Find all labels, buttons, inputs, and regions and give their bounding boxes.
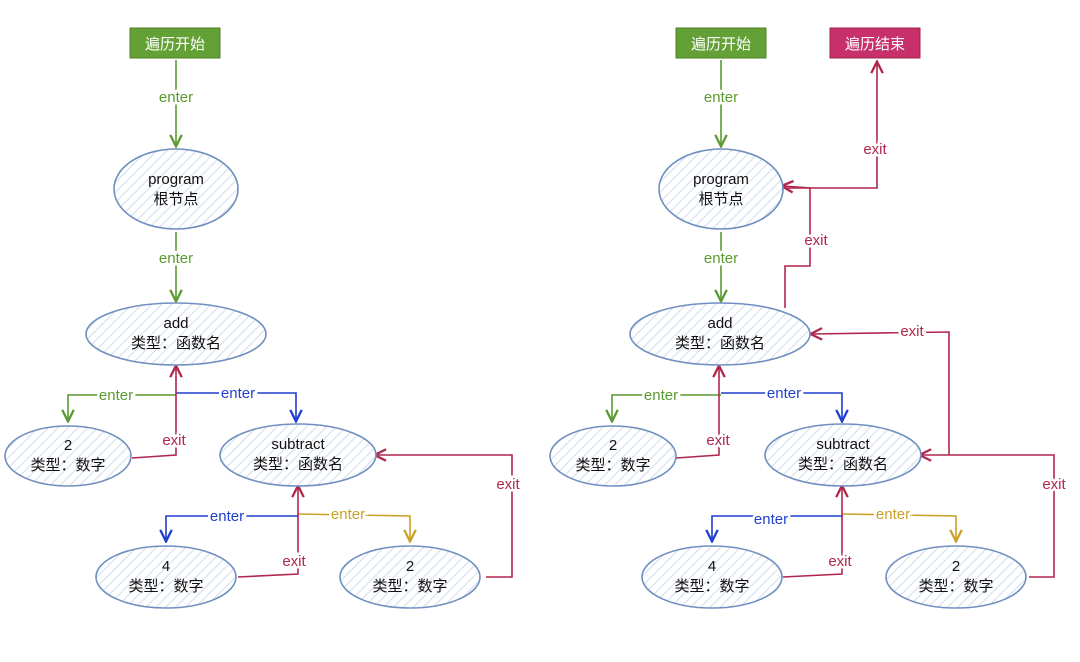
right-edge-exit-num4: [782, 487, 842, 578]
left-label-enter2: enter: [159, 250, 193, 267]
left-edge-exit-num2a: [131, 367, 176, 459]
left-label-exit-num2a: exit: [162, 432, 186, 449]
right-start-label: 遍历开始: [691, 36, 751, 53]
svg-text:类型：函数名: 类型：函数名: [675, 335, 765, 352]
svg-text:2: 2: [406, 558, 414, 575]
left-label-enter-num2a: enter: [99, 387, 133, 404]
right-label-enter2: enter: [704, 250, 738, 267]
svg-text:2: 2: [609, 437, 617, 454]
right-label-enter-subtract: enter: [767, 385, 801, 402]
right-diagram: 遍历开始 遍历结束 program 根节点 add: [549, 27, 1069, 609]
right-edge-exit-num2a: [675, 367, 719, 459]
right-edge-exit-subtract: [812, 332, 950, 455]
svg-text:根节点: 根节点: [153, 191, 198, 208]
right-label-exit-add: exit: [804, 232, 828, 249]
left-start-box: 遍历开始: [129, 27, 221, 59]
right-label-exit-num2a: exit: [706, 432, 730, 449]
right-label-exit-program: exit: [863, 141, 887, 158]
left-label-enter-subtract: enter: [221, 385, 255, 402]
left-label-exit-num2b: exit: [496, 476, 520, 493]
right-label-exit-subtract: exit: [900, 323, 924, 340]
left-start-label: 遍历开始: [145, 36, 205, 53]
svg-text:类型：数字: 类型：数字: [30, 457, 105, 474]
svg-text:类型：数字: 类型：数字: [372, 578, 447, 595]
left-edge-exit-num4: [237, 487, 298, 578]
svg-text:类型：函数名: 类型：函数名: [798, 456, 888, 473]
svg-text:add: add: [163, 315, 188, 332]
svg-text:类型：数字: 类型：数字: [918, 578, 993, 595]
left-label-enter-num4: enter: [210, 508, 244, 525]
left-node-num4: 4 类型：数字: [95, 545, 237, 609]
left-edge-enter-subtract: [176, 392, 296, 420]
right-label-enter-num2b: enter: [876, 506, 910, 523]
left-node-program: program 根节点: [113, 148, 239, 230]
right-label-exit-num2b: exit: [1042, 476, 1066, 493]
left-edge-enter-num4: [166, 515, 298, 540]
left-node-add: add 类型：函数名: [85, 302, 267, 366]
right-label-exit-num4: exit: [828, 553, 852, 570]
left-node-subtract: subtract 类型：函数名: [219, 423, 377, 487]
right-edge-enter-subtract: [721, 392, 842, 420]
svg-text:类型：函数名: 类型：函数名: [253, 456, 343, 473]
svg-text:program: program: [693, 171, 749, 188]
right-label-enter-num2a: enter: [644, 387, 678, 404]
right-label-enter1: enter: [704, 89, 738, 106]
svg-text:类型：函数名: 类型：函数名: [131, 335, 221, 352]
svg-text:根节点: 根节点: [698, 191, 743, 208]
svg-text:4: 4: [162, 558, 170, 575]
left-label-exit-num4: exit: [282, 553, 306, 570]
right-edge-enter-num2b: [842, 513, 956, 540]
svg-text:subtract: subtract: [271, 436, 325, 453]
svg-text:add: add: [707, 315, 732, 332]
svg-text:2: 2: [952, 558, 960, 575]
right-node-num2a: 2 类型：数字: [549, 425, 677, 487]
right-node-num4: 4 类型：数字: [641, 545, 783, 609]
left-node-num2a: 2 类型：数字: [4, 425, 132, 487]
right-label-enter-num4: enter: [754, 511, 788, 528]
svg-text:类型：数字: 类型：数字: [674, 578, 749, 595]
svg-text:2: 2: [64, 437, 72, 454]
right-edge-exit-program: [783, 63, 877, 189]
left-label-enter-num2b: enter: [331, 506, 365, 523]
svg-text:类型：数字: 类型：数字: [128, 578, 203, 595]
svg-text:类型：数字: 类型：数字: [575, 457, 650, 474]
svg-text:subtract: subtract: [816, 436, 870, 453]
right-node-add: add 类型：函数名: [629, 302, 811, 366]
left-node-num2b: 2 类型：数字: [339, 545, 481, 609]
left-label-enter1: enter: [159, 89, 193, 106]
left-edge-enter-num2a: [68, 394, 176, 420]
right-end-box: 遍历结束: [829, 27, 921, 59]
left-edge-exit-num2b: [376, 455, 513, 578]
right-edge-enter-num4: [712, 515, 843, 540]
right-edge-exit-num2b: [921, 455, 1055, 578]
right-edge-enter-num2a: [612, 394, 721, 420]
left-diagram: 遍历开始 program 根节点 add 类型：函数名 2: [4, 27, 523, 609]
right-node-subtract: subtract 类型：函数名: [764, 423, 922, 487]
left-edge-enter-num2b: [297, 513, 410, 540]
svg-text:4: 4: [708, 558, 716, 575]
svg-text:program: program: [148, 171, 204, 188]
right-end-label: 遍历结束: [845, 36, 905, 53]
right-start-box: 遍历开始: [675, 27, 767, 59]
right-node-program: program 根节点: [658, 148, 784, 230]
right-node-num2b: 2 类型：数字: [885, 545, 1027, 609]
